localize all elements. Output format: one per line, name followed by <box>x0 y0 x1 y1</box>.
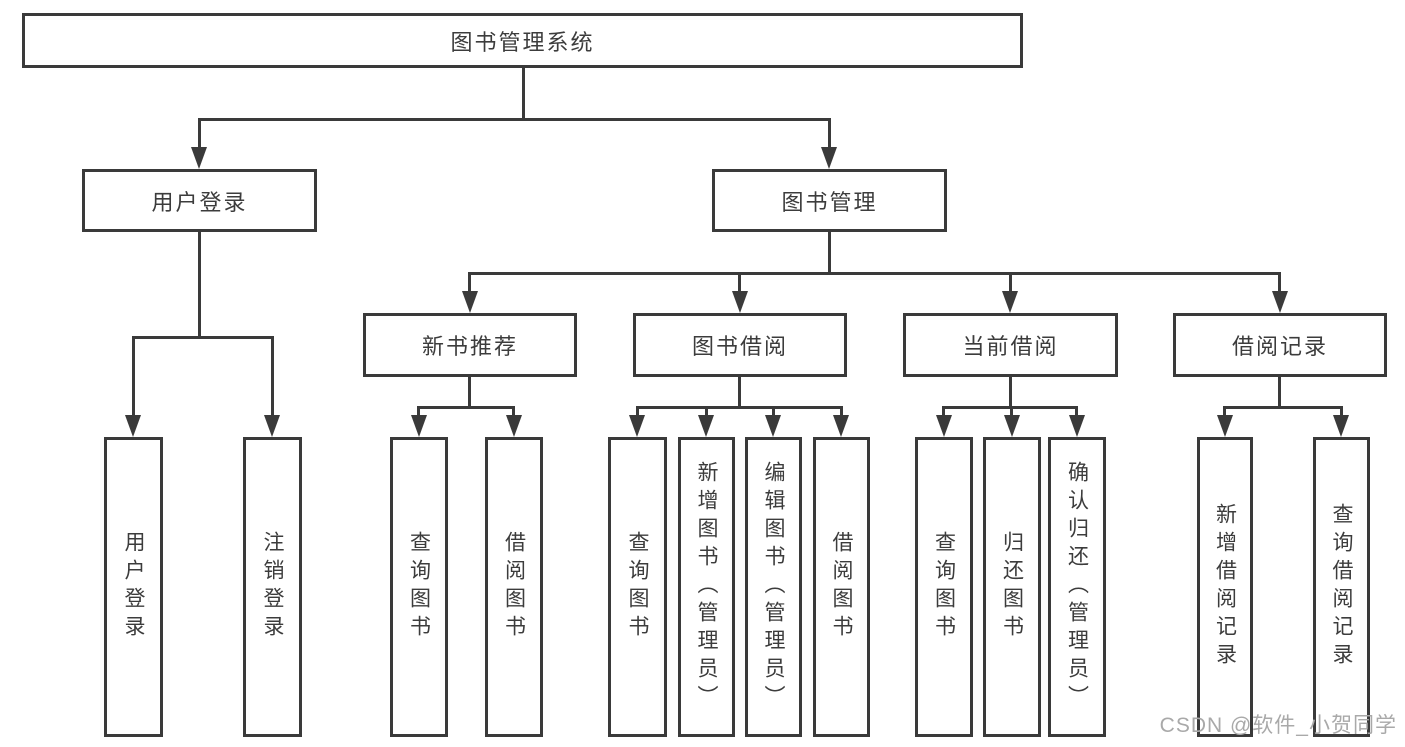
arrow-down-icon <box>1069 415 1085 437</box>
connector-line <box>1010 406 1013 415</box>
node-label: 图书借阅 <box>691 334 788 359</box>
connector-line <box>1223 406 1342 409</box>
arrow-down-icon <box>629 415 645 437</box>
node-root-library-system: 图书管理系统 <box>22 13 1023 68</box>
arrow-down-icon <box>125 415 141 437</box>
leaf-confirm-return-admin: 确认归还（管理员） <box>1048 437 1106 737</box>
connector-line <box>1075 406 1078 415</box>
arrow-down-icon <box>833 415 849 437</box>
connector-line <box>198 118 831 121</box>
connector-line <box>738 272 741 291</box>
connector-line <box>636 406 843 409</box>
leaf-label: 归还图书 <box>1000 531 1024 643</box>
connector-line <box>1223 406 1226 415</box>
leaf-label: 查询借阅记录 <box>1330 503 1353 671</box>
node-user-login: 用户登录 <box>82 169 317 232</box>
leaf-query-borrow-record: 查询借阅记录 <box>1313 437 1370 737</box>
leaf-query-books-borrowing: 查询图书 <box>608 437 667 737</box>
leaf-query-books-recommend: 查询图书 <box>390 437 448 737</box>
connector-line <box>271 336 274 415</box>
leaf-label: 注销登录 <box>261 531 284 643</box>
leaf-label: 用户登录 <box>122 531 145 643</box>
arrow-down-icon <box>1217 415 1233 437</box>
leaf-label: 确认归还（管理员） <box>1065 461 1089 713</box>
arrow-down-icon <box>732 291 748 313</box>
connector-line <box>705 406 708 415</box>
node-label: 图书管理 <box>781 189 878 215</box>
connector-line <box>1278 272 1281 291</box>
connector-line <box>1009 377 1012 406</box>
connector-line <box>636 406 639 415</box>
leaf-borrow-books: 借阅图书 <box>813 437 870 737</box>
leaf-logout: 注销登录 <box>243 437 302 737</box>
node-borrowing-records: 借阅记录 <box>1173 313 1387 377</box>
node-label: 当前借阅 <box>962 334 1059 359</box>
leaf-label: 新增借阅记录 <box>1213 503 1237 671</box>
arrow-down-icon <box>462 291 478 313</box>
node-book-management: 图书管理 <box>712 169 947 232</box>
node-label: 用户登录 <box>151 189 248 215</box>
node-current-borrowing: 当前借阅 <box>903 313 1118 377</box>
leaf-add-borrow-record: 新增借阅记录 <box>1197 437 1253 737</box>
arrow-down-icon <box>1002 291 1018 313</box>
arrow-down-icon <box>191 147 207 169</box>
node-book-borrowing: 图书借阅 <box>633 313 847 377</box>
connector-line <box>828 232 831 272</box>
connector-line <box>198 232 201 336</box>
leaf-edit-books-admin: 编辑图书（管理员） <box>745 437 802 737</box>
leaf-label: 新增图书（管理员） <box>695 461 718 713</box>
csdn-watermark: CSDN @软件_小贺同学 <box>1159 714 1397 737</box>
connector-line <box>468 272 471 291</box>
node-label: 借阅记录 <box>1231 334 1328 359</box>
connector-line <box>738 377 741 406</box>
leaf-label: 查询图书 <box>932 531 956 643</box>
leaf-query-books-current: 查询图书 <box>915 437 973 737</box>
connector-line <box>468 377 471 406</box>
connector-line <box>942 406 945 415</box>
connector-line <box>468 272 1281 275</box>
leaf-label: 借阅图书 <box>502 531 526 643</box>
arrow-down-icon <box>1272 291 1288 313</box>
leaf-label: 编辑图书（管理员） <box>762 461 785 713</box>
connector-line <box>132 336 135 415</box>
arrow-down-icon <box>765 415 781 437</box>
leaf-label: 查询图书 <box>626 531 649 643</box>
node-label: 新书推荐 <box>421 334 518 359</box>
connector-line <box>1009 272 1012 291</box>
leaf-borrow-books-recommend: 借阅图书 <box>485 437 543 737</box>
arrow-down-icon <box>821 147 837 169</box>
arrow-down-icon <box>698 415 714 437</box>
connector-line <box>198 118 201 147</box>
connector-line <box>512 406 515 415</box>
arrow-down-icon <box>936 415 952 437</box>
connector-line <box>132 336 274 339</box>
connector-line <box>417 406 420 415</box>
connector-line <box>1278 377 1281 406</box>
leaf-user-login: 用户登录 <box>104 437 163 737</box>
leaf-add-books-admin: 新增图书（管理员） <box>678 437 735 737</box>
connector-line <box>1340 406 1343 415</box>
arrow-down-icon <box>411 415 427 437</box>
leaf-label: 借阅图书 <box>830 531 853 643</box>
connector-line <box>828 118 831 147</box>
node-new-book-recommend: 新书推荐 <box>363 313 577 377</box>
arrow-down-icon <box>264 415 280 437</box>
connector-line <box>772 406 775 415</box>
arrow-down-icon <box>1004 415 1020 437</box>
arrow-down-icon <box>1333 415 1349 437</box>
node-label: 图书管理系统 <box>450 29 595 55</box>
leaf-label: 查询图书 <box>407 531 431 643</box>
connector-line <box>522 68 525 118</box>
connector-line <box>417 406 515 409</box>
connector-line <box>840 406 843 415</box>
leaf-return-books: 归还图书 <box>983 437 1041 737</box>
arrow-down-icon <box>506 415 522 437</box>
